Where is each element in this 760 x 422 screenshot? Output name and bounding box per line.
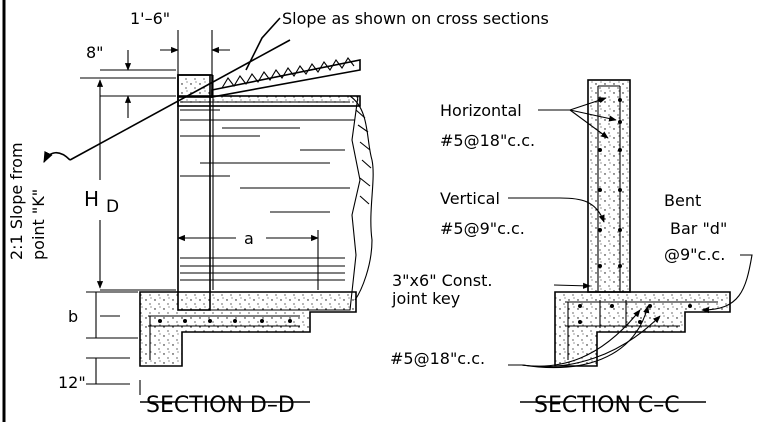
section-cc: Horizontal #5@18"c.c. Vertical #5@9"c.c.… [390,79,753,418]
bottom-rebar-label: #5@18"c.c. [390,349,485,368]
footing-rebar-dd [148,315,300,360]
horizontal-label-2: #5@18"c.c. [440,131,535,150]
vertical-label-1: Vertical [440,189,500,208]
footing-rebar-cc [565,300,718,360]
slope-top-leader [245,17,281,71]
dim-8: 8" [86,43,104,62]
horizontal-label-1: Horizontal [440,101,522,120]
section-cc-title: SECTION C–C [534,393,680,418]
dim-h: H [84,187,99,211]
dim-top-width: 1'–6" [130,9,170,28]
vertical-label-2: #5@9"c.c. [440,219,525,238]
bent-label-2: Bar "d" [670,219,727,238]
dim-b: b [68,307,78,326]
joint-key-label-2: joint key [391,289,460,308]
excavation-edge [349,95,374,301]
bent-label-1: Bent [664,191,701,210]
footing-dd [139,291,357,367]
slope-ground-hatching [221,57,355,89]
dim-a: a [244,229,254,248]
dim-h-sub: D [106,197,119,217]
section-dd-title: SECTION D–D [146,393,295,418]
joint-key-label-1: 3"x6" Const. [392,271,492,290]
slope-top-label: Slope as shown on cross sections [282,9,549,28]
excavation-ticks [355,109,372,205]
dims-dd [80,30,319,395]
wall-stem-cc [587,79,631,293]
backfill-hatching [180,101,355,281]
slope-ground [211,59,361,98]
section-dd: 1'–6" 8" Slope as shown on cross section… [7,9,549,418]
footing-cc [554,291,731,367]
dim-12: 12" [58,373,86,392]
slope-left-label-2: point "K" [29,189,48,260]
slope-2to1-leader [43,150,71,164]
top-concrete-band [177,95,361,107]
slope-left-label-1: 2:1 Slope from [7,142,26,260]
leaders-cc [508,97,753,369]
bent-label-3: @9"c.c. [664,245,725,264]
